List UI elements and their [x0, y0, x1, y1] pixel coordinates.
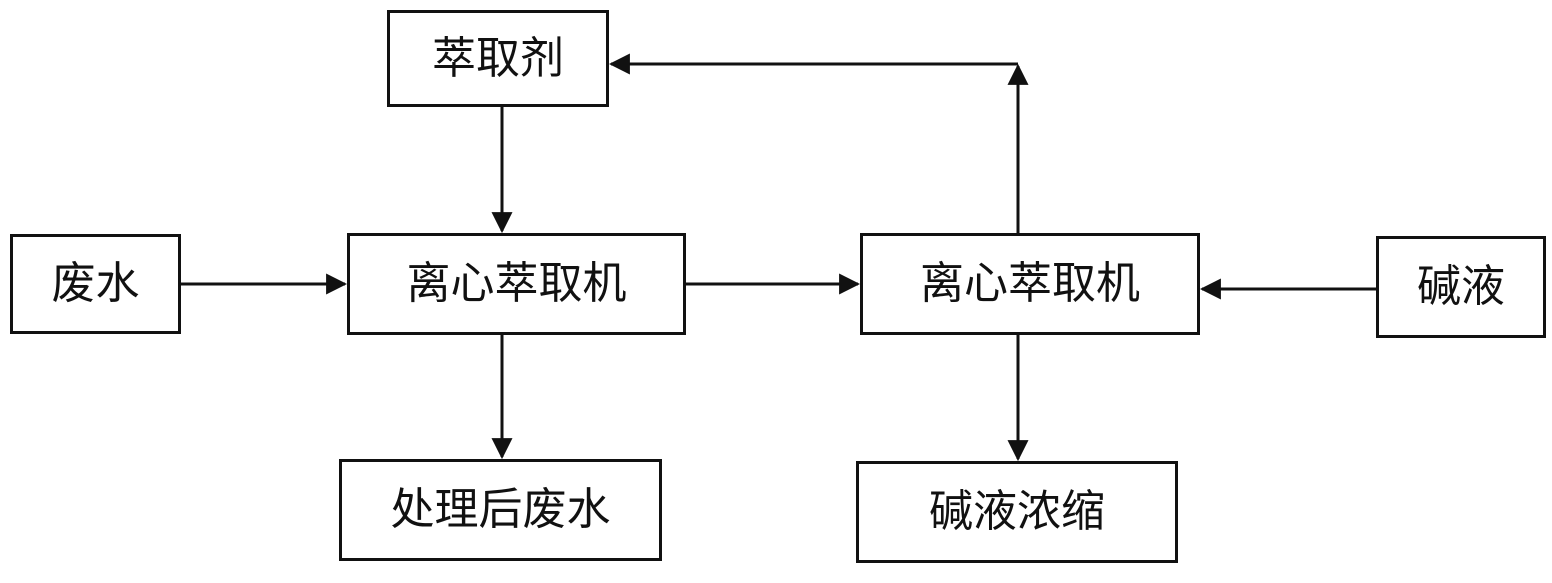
alkali-solution-box: 碱液: [1376, 236, 1546, 338]
treated-wastewater-label: 处理后废水: [390, 484, 611, 535]
wastewater-box: 废水: [10, 234, 181, 334]
centrifugal-extractor-2-label: 离心萃取机: [920, 258, 1140, 309]
centrifugal-extractor-2-box: 离心萃取机: [860, 233, 1200, 335]
alkali-solution-label: 碱液: [1417, 261, 1505, 312]
centrifugal-extractor-1-label: 离心萃取机: [406, 258, 627, 309]
extractant-box: 萃取剂: [387, 10, 609, 107]
alkali-concentrate-label: 碱液浓缩: [929, 486, 1105, 537]
treated-wastewater-box: 处理后废水: [339, 459, 662, 561]
extractant-label: 萃取剂: [432, 32, 564, 84]
wastewater-label: 废水: [51, 258, 140, 309]
alkali-concentrate-box: 碱液浓缩: [856, 461, 1178, 563]
centrifugal-extractor-1-box: 离心萃取机: [347, 233, 686, 335]
